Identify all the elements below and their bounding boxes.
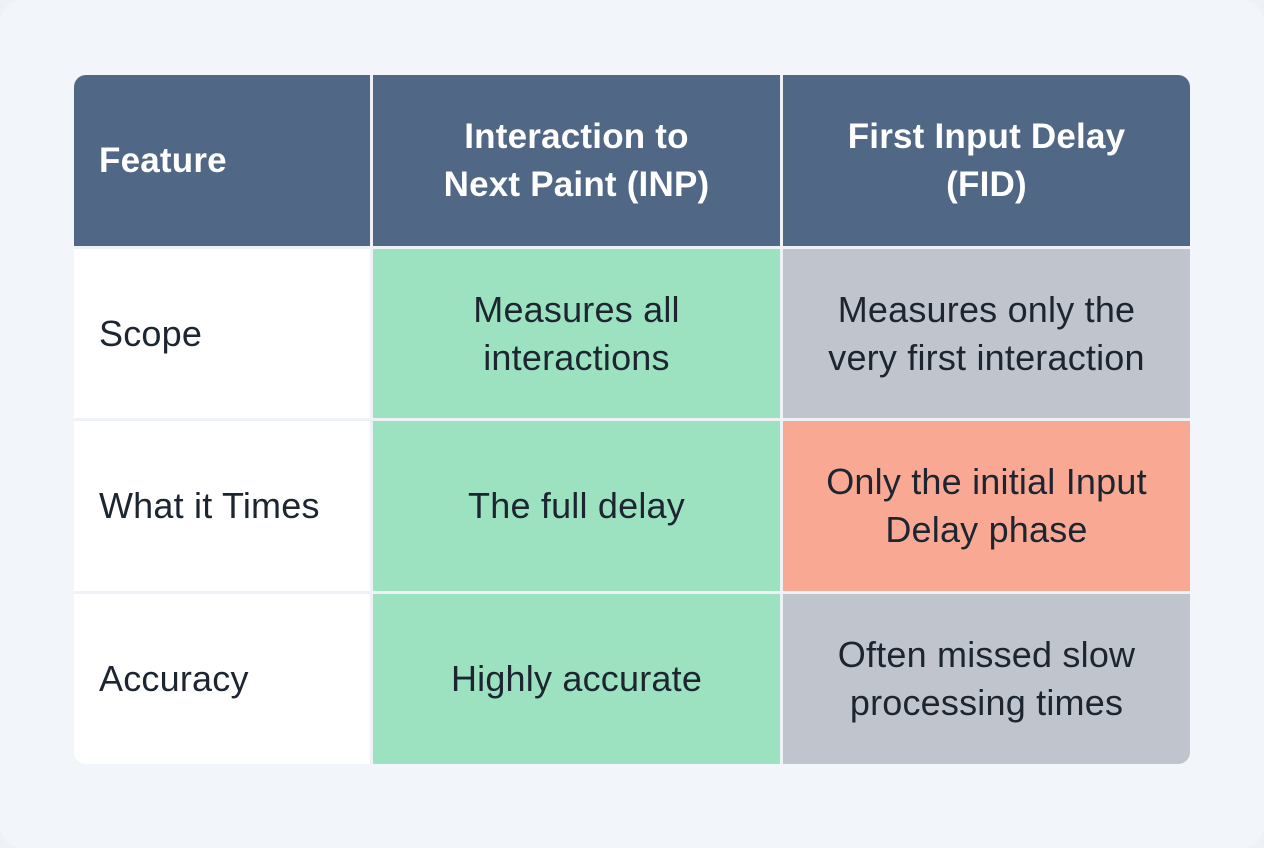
header-fid: First Input Delay (FID) [780,75,1190,246]
row-times-fid-cell: Only the initial Input Delay phase [780,418,1190,591]
comparison-table: Feature Interaction to Next Paint (INP) … [74,75,1190,764]
row-times-inp-text: The full delay [468,485,685,526]
row-scope-fid-text: Measures only the very first interaction [828,288,1145,378]
row-scope-fid-cell: Measures only the very first interaction [780,246,1190,418]
header-fid-label: First Input Delay (FID) [847,116,1126,204]
row-times-fid-text: Only the initial Input Delay phase [826,461,1147,550]
row-times-inp-cell: The full delay [370,418,780,591]
row-accuracy-label: Accuracy [99,658,249,699]
header-inp: Interaction to Next Paint (INP) [370,75,780,246]
row-accuracy-fid-cell: Often missed slow processing times [780,591,1190,764]
row-scope-label: Scope [99,312,203,354]
row-times-label-cell: What it Times [74,418,370,591]
header-inp-label: Interaction to Next Paint (INP) [443,116,710,204]
row-accuracy-label-cell: Accuracy [74,591,370,764]
header-feature-label: Feature [99,140,227,180]
row-scope-inp-cell: Measures all interactions [370,246,780,418]
row-scope-inp-text: Measures all interactions [473,288,680,378]
row-times-label: What it Times [99,485,320,526]
row-accuracy-fid-text: Often missed slow processing times [837,634,1136,723]
row-scope-label-cell: Scope [74,246,370,418]
row-accuracy-inp-text: Highly accurate [450,658,703,699]
header-feature: Feature [74,75,370,246]
row-accuracy-inp-cell: Highly accurate [370,591,780,764]
